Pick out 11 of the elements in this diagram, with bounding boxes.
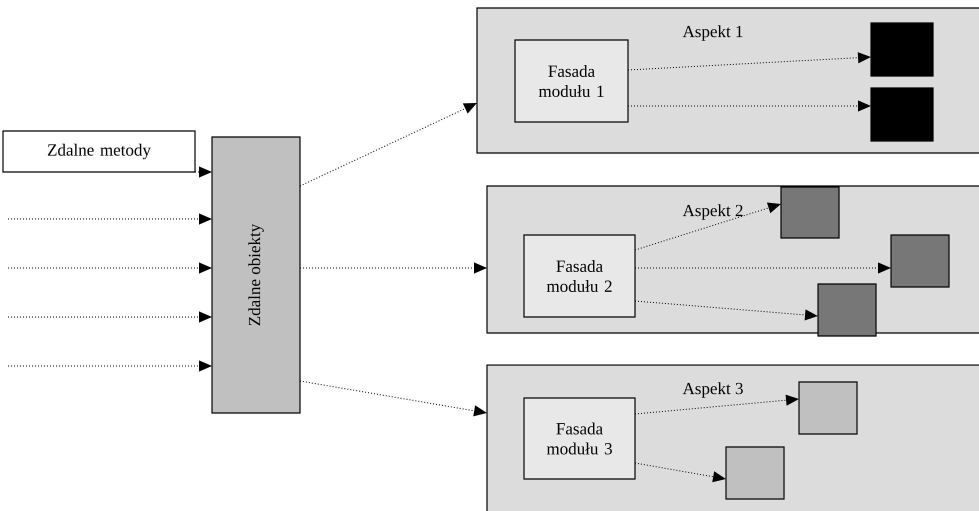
- aspect-square: [725, 446, 785, 500]
- aspect-square: [798, 381, 858, 435]
- aspect-square: [870, 22, 934, 77]
- remote-objects-box: Zdalne obiekty: [211, 136, 301, 414]
- aspect-square: [780, 186, 840, 239]
- aspect-square: [890, 234, 950, 288]
- facade-box: Fasada modułu 2: [523, 234, 636, 318]
- facade-box: Fasada modułu 3: [523, 397, 636, 480]
- facade-box: Fasada modułu 1: [514, 39, 629, 123]
- aspect-square: [870, 87, 934, 142]
- label-box: Zdalne metody: [2, 130, 196, 173]
